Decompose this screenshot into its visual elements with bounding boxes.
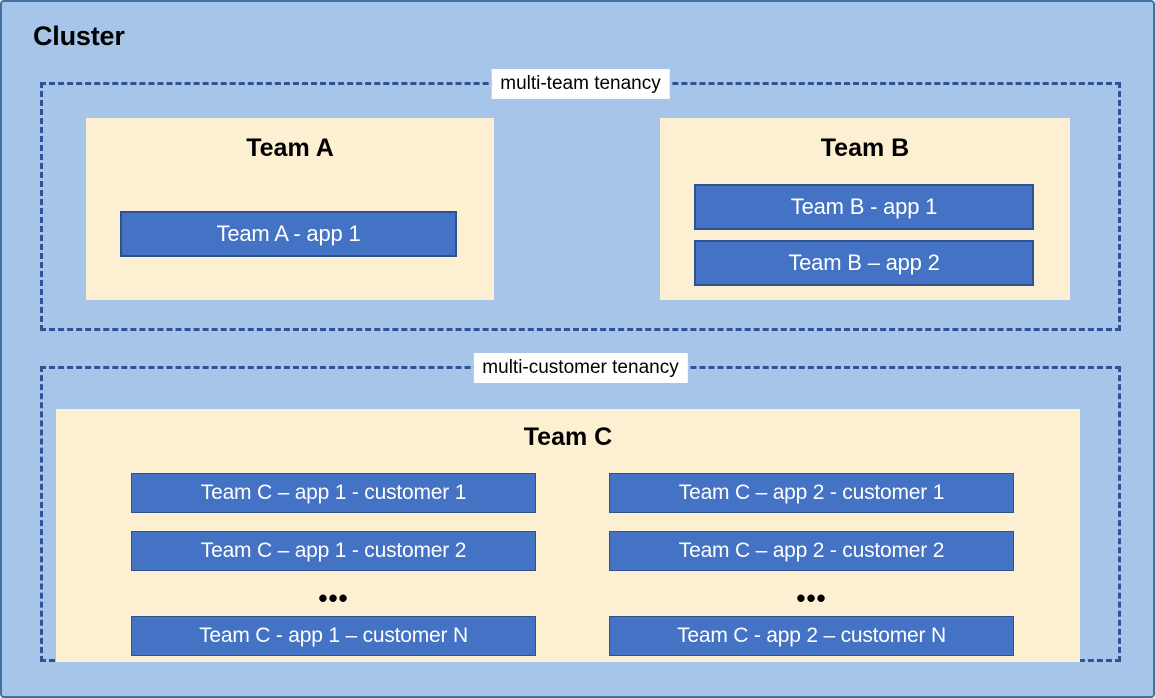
ellipsis-team-c-app-1: ••• — [318, 583, 349, 613]
team-box-team-c: Team C Team C – app 1 - customer 1 Team … — [56, 409, 1080, 662]
team-title-team-a: Team A — [246, 134, 334, 162]
app-box-team-a-app-1[interactable]: Team A - app 1 — [120, 211, 457, 257]
app-box-team-b-app-1[interactable]: Team B - app 1 — [694, 184, 1034, 230]
team-title-team-c: Team C — [523, 423, 613, 451]
cluster-title: Cluster — [33, 21, 125, 51]
ellipsis-team-c-app-2: ••• — [796, 583, 827, 613]
app-box-team-c-app-1-customer-n[interactable]: Team C - app 1 – customer N — [131, 616, 536, 656]
app-box-team-c-app-2-customer-n[interactable]: Team C - app 2 – customer N — [609, 616, 1014, 656]
tenancy-label-multi-customer: multi-customer tenancy — [473, 353, 688, 383]
tenancy-region-multi-team: multi-team tenancy — [40, 69, 1121, 331]
app-box-team-c-app-1-customer-1[interactable]: Team C – app 1 - customer 1 — [131, 473, 536, 513]
team-box-team-b: Team B Team B - app 1 Team B – app 2 — [660, 118, 1070, 300]
app-box-team-c-app-2-customer-1[interactable]: Team C – app 2 - customer 1 — [609, 473, 1014, 513]
tenancy-label-multi-team: multi-team tenancy — [491, 69, 670, 99]
team-title-team-b: Team B — [820, 134, 910, 162]
app-box-team-b-app-2[interactable]: Team B – app 2 — [694, 240, 1034, 286]
app-box-team-c-app-1-customer-2[interactable]: Team C – app 1 - customer 2 — [131, 531, 536, 571]
app-box-team-c-app-2-customer-2[interactable]: Team C – app 2 - customer 2 — [609, 531, 1014, 571]
team-box-team-a: Team A Team A - app 1 — [86, 118, 494, 300]
